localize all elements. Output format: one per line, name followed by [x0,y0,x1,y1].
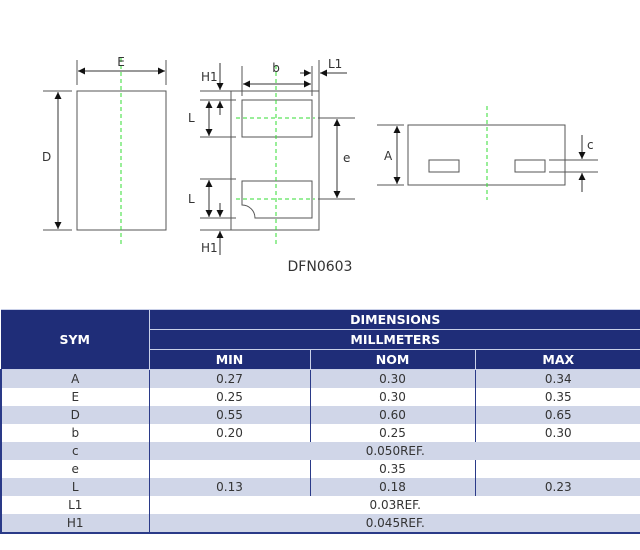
header-dimensions: DIMENSIONS [148,309,640,330]
table-row: e 0.35 [0,460,640,478]
cell-min [148,460,311,478]
cell-max: 0.30 [474,424,640,442]
cell-sym: E [0,388,150,406]
table-row: L1 0.03REF. [0,496,640,514]
pad-top [241,99,313,138]
cell-min: 0.55 [148,406,311,424]
header-max: MAX [474,349,640,370]
cell-span: 0.03REF. [148,496,640,514]
pad-bottom [241,180,313,219]
bottom-view [200,60,355,255]
cell-nom: 0.18 [309,478,476,496]
cell-min: 0.20 [148,424,311,442]
label-c: c [587,138,594,152]
cell-sym: e [0,460,150,478]
label-L1: L1 [328,57,342,71]
label-H1-bottom: H1 [201,241,218,255]
cell-max: 0.34 [474,369,640,388]
cell-span: 0.050REF. [148,442,640,460]
body-outline [230,90,320,231]
top-view [43,58,167,245]
cell-nom: 0.60 [309,406,476,424]
label-L-top: L [188,111,195,125]
cell-nom: 0.35 [309,460,476,478]
label-H1-top: H1 [201,70,218,84]
cell-sym: L [0,478,150,496]
table-row: b 0.20 0.25 0.30 [0,424,640,442]
package-outline-drawing: E D b L1 H1 [42,55,598,255]
cell-min: 0.27 [148,369,311,388]
label-L-bottom: L [188,192,195,206]
cell-max: 0.65 [474,406,640,424]
table-row: A 0.27 0.30 0.34 [0,369,640,388]
cell-max: 0.35 [474,388,640,406]
label-e: e [343,151,350,165]
label-D: D [42,150,51,164]
dimensions-table: SYM DIMENSIONS MILLMETERS MIN NOM MAX A … [0,309,640,534]
table-row: L 0.13 0.18 0.23 [0,478,640,496]
cell-sym: L1 [0,496,150,514]
package-name: DFN0603 [287,259,353,275]
cell-sym: c [0,442,150,460]
cell-nom: 0.30 [309,388,476,406]
terminal-right [514,159,546,173]
cell-span: 0.045REF. [148,514,640,534]
terminal-left [428,159,460,173]
cell-min: 0.13 [148,478,311,496]
cell-sym: A [0,369,150,388]
header-nom: NOM [309,349,476,370]
label-E: E [117,55,125,69]
header-min: MIN [148,349,311,370]
cell-min: 0.25 [148,388,311,406]
table-row: D 0.55 0.60 0.65 [0,406,640,424]
cell-sym: b [0,424,150,442]
table-row: E 0.25 0.30 0.35 [0,388,640,406]
label-b: b [272,61,280,75]
cell-sym: D [0,406,150,424]
header-unit: MILLMETERS [148,329,640,350]
cell-max [474,460,640,478]
cell-nom: 0.30 [309,369,476,388]
cell-sym: H1 [0,514,150,534]
label-A: A [384,149,393,163]
header-sym: SYM [1,309,150,370]
cell-nom: 0.25 [309,424,476,442]
table-row: c 0.050REF. [0,442,640,460]
side-view [377,106,598,200]
cell-max: 0.23 [474,478,640,496]
table-row: H1 0.045REF. [0,514,640,534]
body-outline [76,90,167,231]
